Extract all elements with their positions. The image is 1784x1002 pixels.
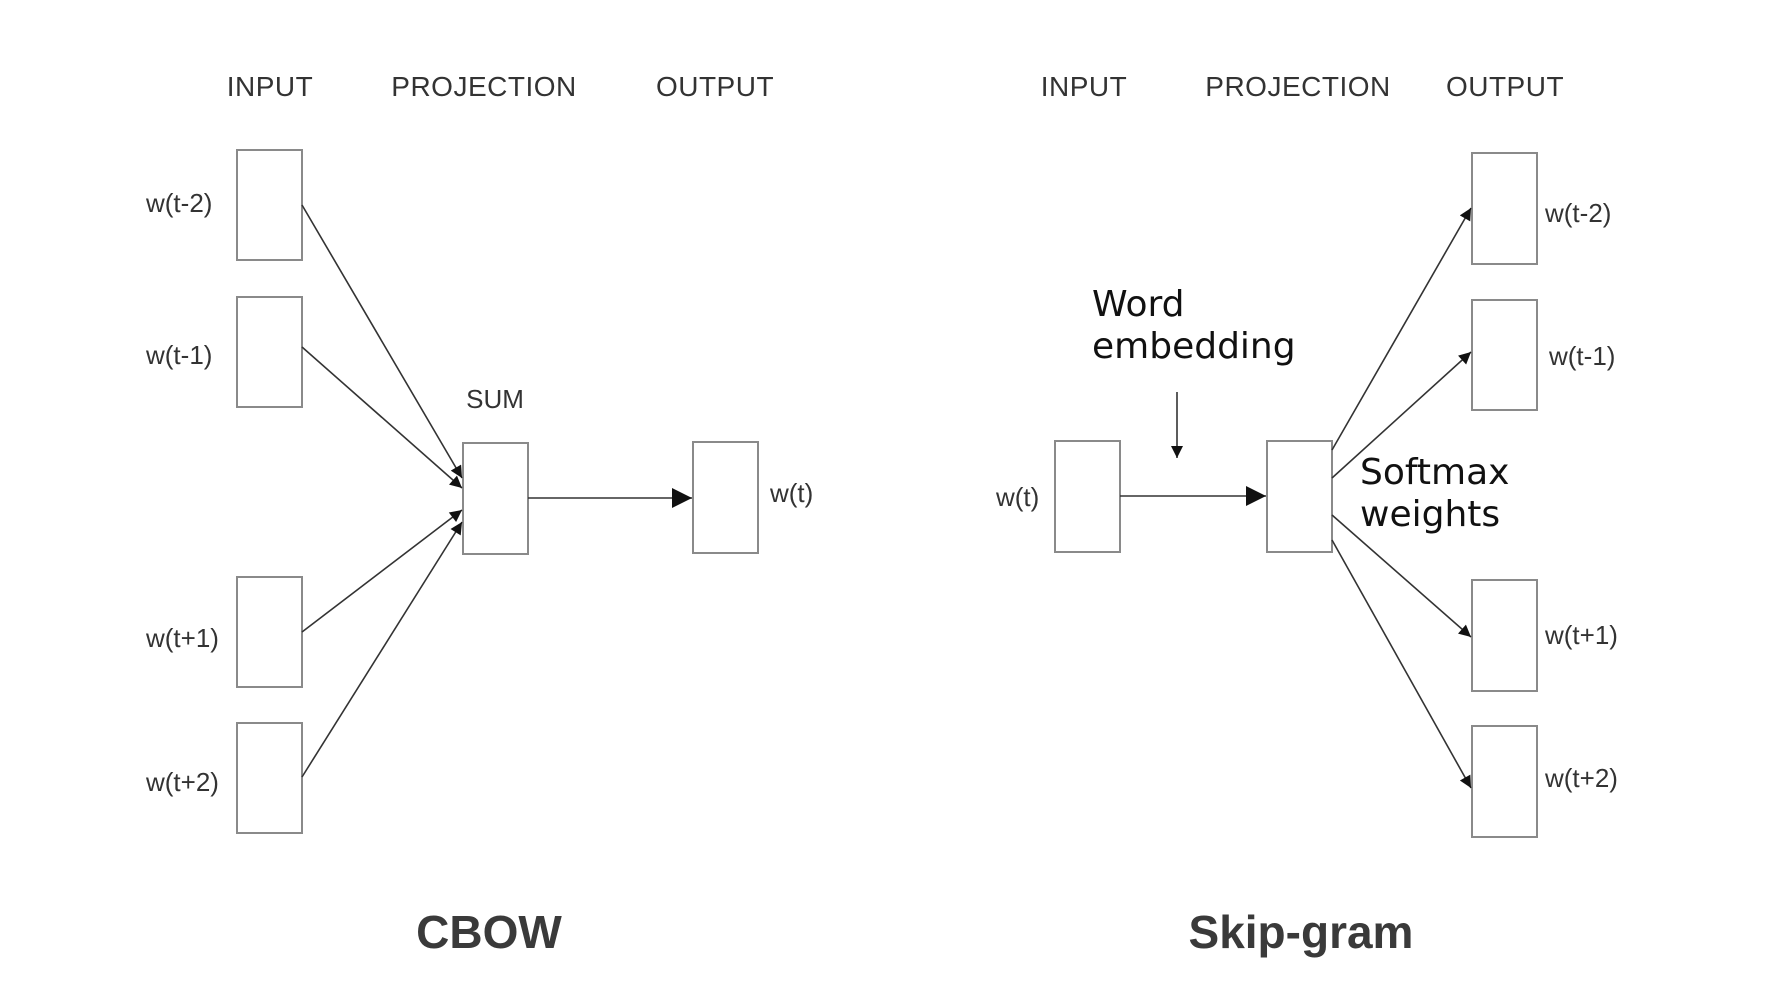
cbow-edge-t-plus-2 <box>301 521 463 778</box>
skipgram-title: Skip-gram <box>1189 906 1414 958</box>
skipgram-edge-t-minus-2 <box>1331 207 1472 451</box>
cbow-output-header: OUTPUT <box>656 71 774 102</box>
cbow-output-label: w(t) <box>769 478 813 508</box>
cbow-output-box <box>692 441 759 554</box>
skipgram-edge-t-minus-1 <box>1331 351 1472 479</box>
skipgram-output-label-t-minus-2: w(t-2) <box>1544 198 1611 228</box>
skipgram-diagram: INPUT PROJECTION OUTPUT w(t) w(t-2) w(t-… <box>995 71 1618 958</box>
word-embedding-annotation-line2: embedding <box>1092 326 1296 367</box>
skipgram-input-label: w(t) <box>995 482 1039 512</box>
cbow-input-box-t-minus-2 <box>236 149 303 261</box>
cbow-projection-box <box>462 442 529 555</box>
skipgram-output-label-t-minus-1: w(t-1) <box>1548 341 1615 371</box>
cbow-input-box-t-plus-2 <box>236 722 303 834</box>
softmax-weights-annotation-line2: weights <box>1360 494 1500 535</box>
cbow-input-box-t-plus-1 <box>236 576 303 688</box>
cbow-edge-t-minus-2 <box>301 204 463 479</box>
skipgram-output-box-t-plus-1 <box>1471 579 1538 692</box>
cbow-projection-header: PROJECTION <box>391 71 576 102</box>
skipgram-input-header: INPUT <box>1041 71 1128 102</box>
cbow-edge-t-minus-1 <box>301 346 463 489</box>
skipgram-output-box-t-minus-1 <box>1471 299 1538 411</box>
skipgram-output-box-t-plus-2 <box>1471 725 1538 838</box>
cbow-input-header: INPUT <box>227 71 314 102</box>
skipgram-input-box <box>1054 440 1121 553</box>
skipgram-output-label-t-plus-1: w(t+1) <box>1544 620 1618 650</box>
cbow-diagram: INPUT PROJECTION OUTPUT w(t-2) w(t-1) w(… <box>145 71 813 958</box>
softmax-weights-annotation-line1: Softmax <box>1360 452 1509 493</box>
cbow-input-label-t-minus-1: w(t-1) <box>145 340 212 370</box>
skipgram-projection-box <box>1266 440 1333 553</box>
skipgram-projection-header: PROJECTION <box>1205 71 1390 102</box>
skipgram-output-box-t-minus-2 <box>1471 152 1538 265</box>
cbow-input-label-t-minus-2: w(t-2) <box>145 188 212 218</box>
cbow-title: CBOW <box>416 906 562 958</box>
word-embedding-annotation-line1: Word <box>1092 284 1185 325</box>
cbow-input-box-t-minus-1 <box>236 296 303 408</box>
skipgram-edge-t-plus-1 <box>1331 514 1472 638</box>
cbow-input-label-t-plus-2: w(t+2) <box>145 767 219 797</box>
skipgram-output-header: OUTPUT <box>1446 71 1564 102</box>
skipgram-edge-t-plus-2 <box>1331 539 1472 789</box>
skipgram-output-label-t-plus-2: w(t+2) <box>1544 763 1618 793</box>
cbow-input-label-t-plus-1: w(t+1) <box>145 623 219 653</box>
cbow-edge-t-plus-1 <box>301 509 463 633</box>
cbow-sum-label: SUM <box>466 384 524 414</box>
